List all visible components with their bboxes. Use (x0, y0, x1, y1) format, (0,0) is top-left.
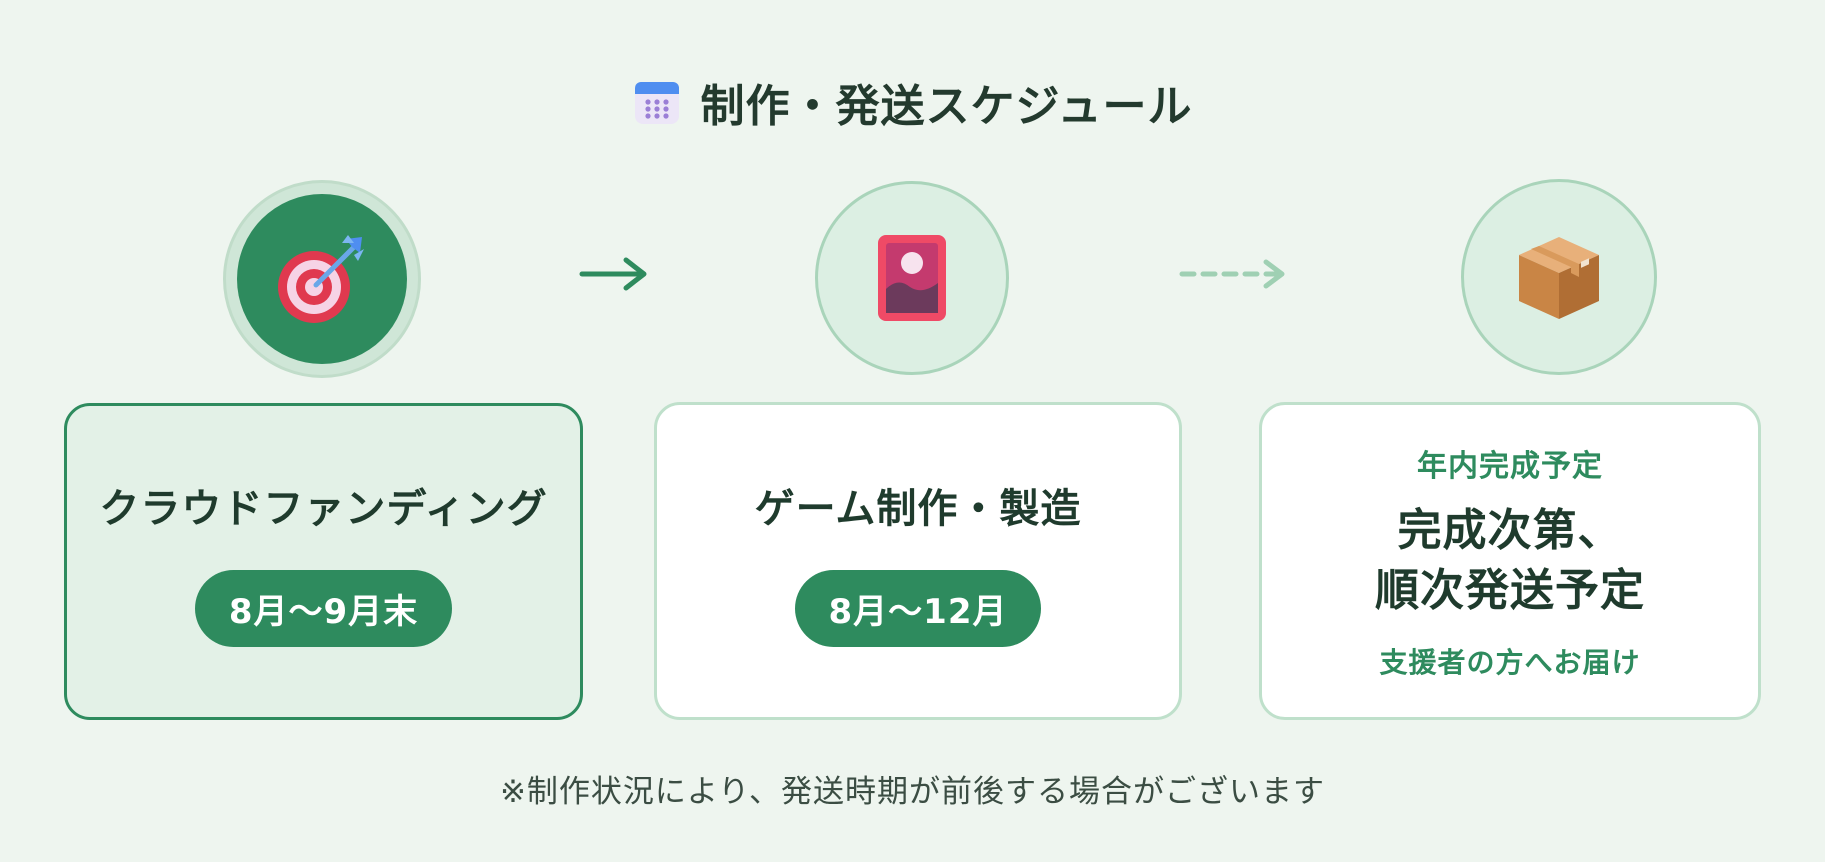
delivery-label: 支援者の方へお届け (1379, 646, 1641, 679)
completion-label: 年内完成予定 (1417, 449, 1603, 484)
shipping-heading: 完成次第、 順次発送予定 (1375, 501, 1645, 621)
solid-arrow-icon (579, 257, 647, 291)
picture-frame-icon (878, 235, 946, 321)
step-card-shipping: 年内完成予定 完成次第、 順次発送予定 支援者の方へお届け (1259, 402, 1761, 720)
step-2-icon-circle (815, 181, 1009, 375)
period-badge: 8月〜9月末 (194, 570, 453, 647)
dashed-arrow-icon (1179, 259, 1285, 289)
step-title: クラウドファンディング (99, 486, 548, 532)
step-title: ゲーム制作・製造 (754, 485, 1082, 532)
shipping-heading-line-2: 順次発送予定 (1375, 565, 1645, 616)
step-card-crowdfunding: クラウドファンディング 8月〜9月末 (64, 403, 583, 720)
page-header: 制作・発送スケジュール (0, 70, 1825, 134)
shipping-heading-line-1: 完成次第、 (1397, 505, 1623, 556)
cardboard-box-icon (1519, 237, 1599, 319)
step-card-production: ゲーム制作・製造 8月〜12月 (654, 402, 1182, 720)
target-arrow-icon (278, 235, 364, 323)
period-badge: 8月〜12月 (794, 569, 1042, 647)
calendar-icon (634, 82, 679, 124)
footnote: ※制作状況により、発送時期が前後する場合がございます (499, 774, 1326, 810)
page-title: 制作・発送スケジュール (700, 81, 1193, 132)
step-1-icon-circle (223, 180, 421, 378)
step-3-icon-circle (1461, 179, 1657, 375)
